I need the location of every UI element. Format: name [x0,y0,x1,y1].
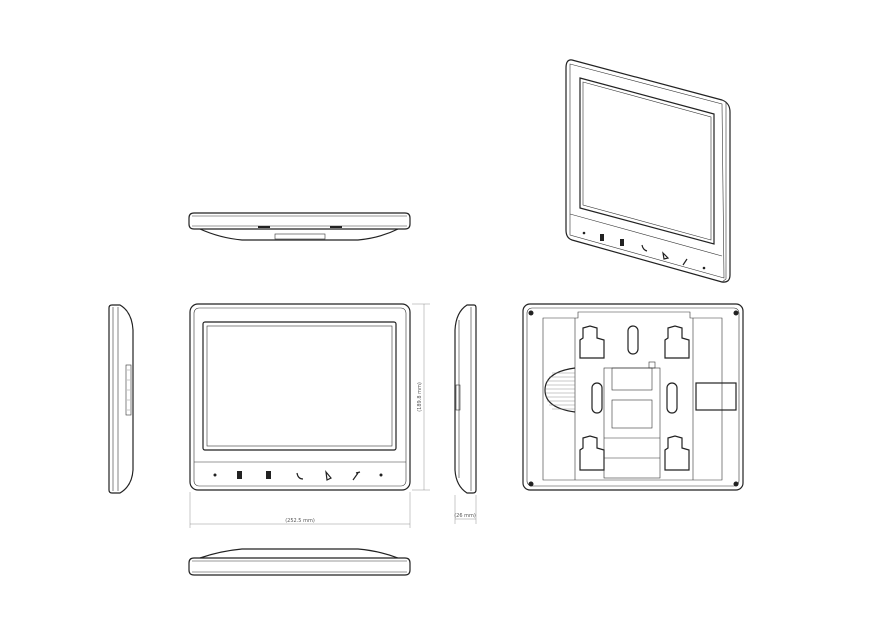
bottom-view [188,548,411,576]
unlock-icon[interactable] [266,471,271,479]
height-dimension: (189.8 mm) [417,382,423,412]
top-view [188,212,411,241]
led-indicator-icon [379,473,383,477]
front-view: (252.5 mm) (189.8 mm) [189,303,430,528]
depth-dimension: (26 mm) [454,513,476,519]
mount-hook-bottom-right [664,435,690,471]
left-side-view [108,304,134,494]
speaker-grille [544,367,576,413]
mic-hole-icon [213,473,217,477]
right-side-view: (26 mm) [454,304,477,524]
settings-icon[interactable] [352,471,361,481]
call-icon[interactable] [296,472,304,480]
rating-label-area [695,382,737,411]
mount-hook-top-left [579,325,605,359]
hangup-icon[interactable] [325,470,332,481]
monitor-icon[interactable] [237,471,242,479]
mount-hook-top-right [664,325,690,359]
isometric-view [565,59,731,283]
width-dimension: (252.5 mm) [285,518,315,524]
back-view [522,303,744,491]
mount-hook-bottom-left [579,435,605,471]
